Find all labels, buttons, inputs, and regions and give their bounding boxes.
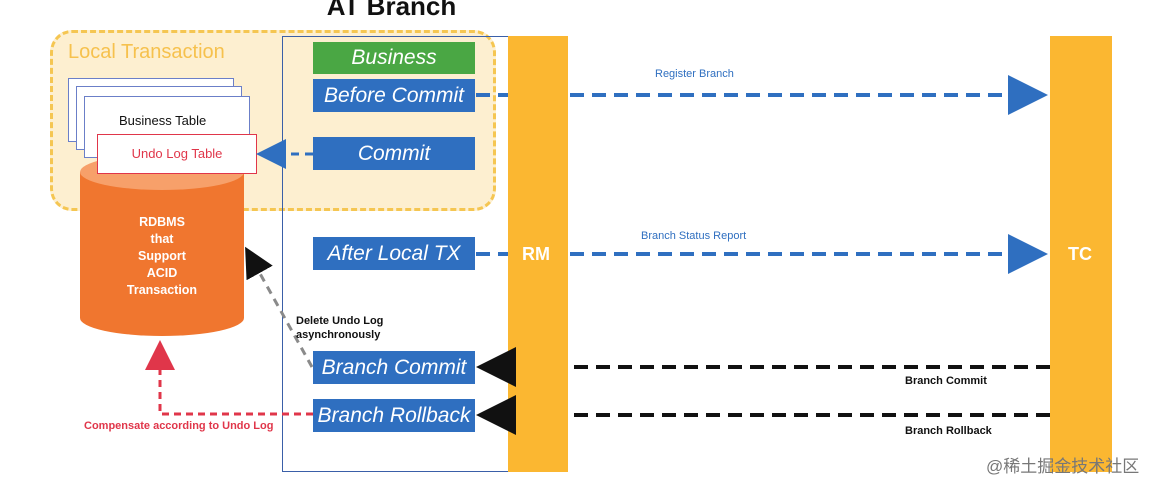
branch-rollback-label: Branch Rollback	[905, 425, 992, 437]
rdbms-label: RDBMS that Support ACID Transaction	[126, 215, 198, 297]
delete-undo-log-arrow	[245, 246, 314, 368]
register-branch-label: Register Branch	[655, 68, 734, 80]
rm-bar: RM	[508, 36, 568, 472]
branch-status-report-label: Branch Status Report	[641, 230, 747, 242]
business-table-label: Business Table	[119, 113, 207, 128]
delete-undo-log-label: Delete Undo Log asynchronously	[296, 315, 384, 341]
branch-commit-step: Branch Commit	[313, 351, 475, 384]
rm-label: RM	[522, 244, 550, 264]
tc-bar: TC	[1050, 36, 1112, 472]
compensate-arrow	[145, 340, 313, 416]
after-local-tx-step: After Local TX	[313, 237, 475, 270]
commit-step: Commit	[313, 137, 475, 170]
before-commit-step: Before Commit	[313, 79, 475, 112]
undo-log-table: Undo Log Table	[97, 134, 257, 174]
watermark: @稀土掘金技术社区	[986, 457, 1140, 476]
business-step: Business	[313, 42, 475, 74]
local-transaction-label: Local Transaction	[68, 41, 225, 63]
compensate-label: Compensate according to Undo Log	[84, 420, 274, 432]
branch-rollback-step: Branch Rollback	[313, 399, 475, 432]
branch-commit-label: Branch Commit	[905, 375, 987, 387]
diagram-title: AT Branch	[326, 0, 457, 21]
tc-label: TC	[1068, 244, 1092, 264]
